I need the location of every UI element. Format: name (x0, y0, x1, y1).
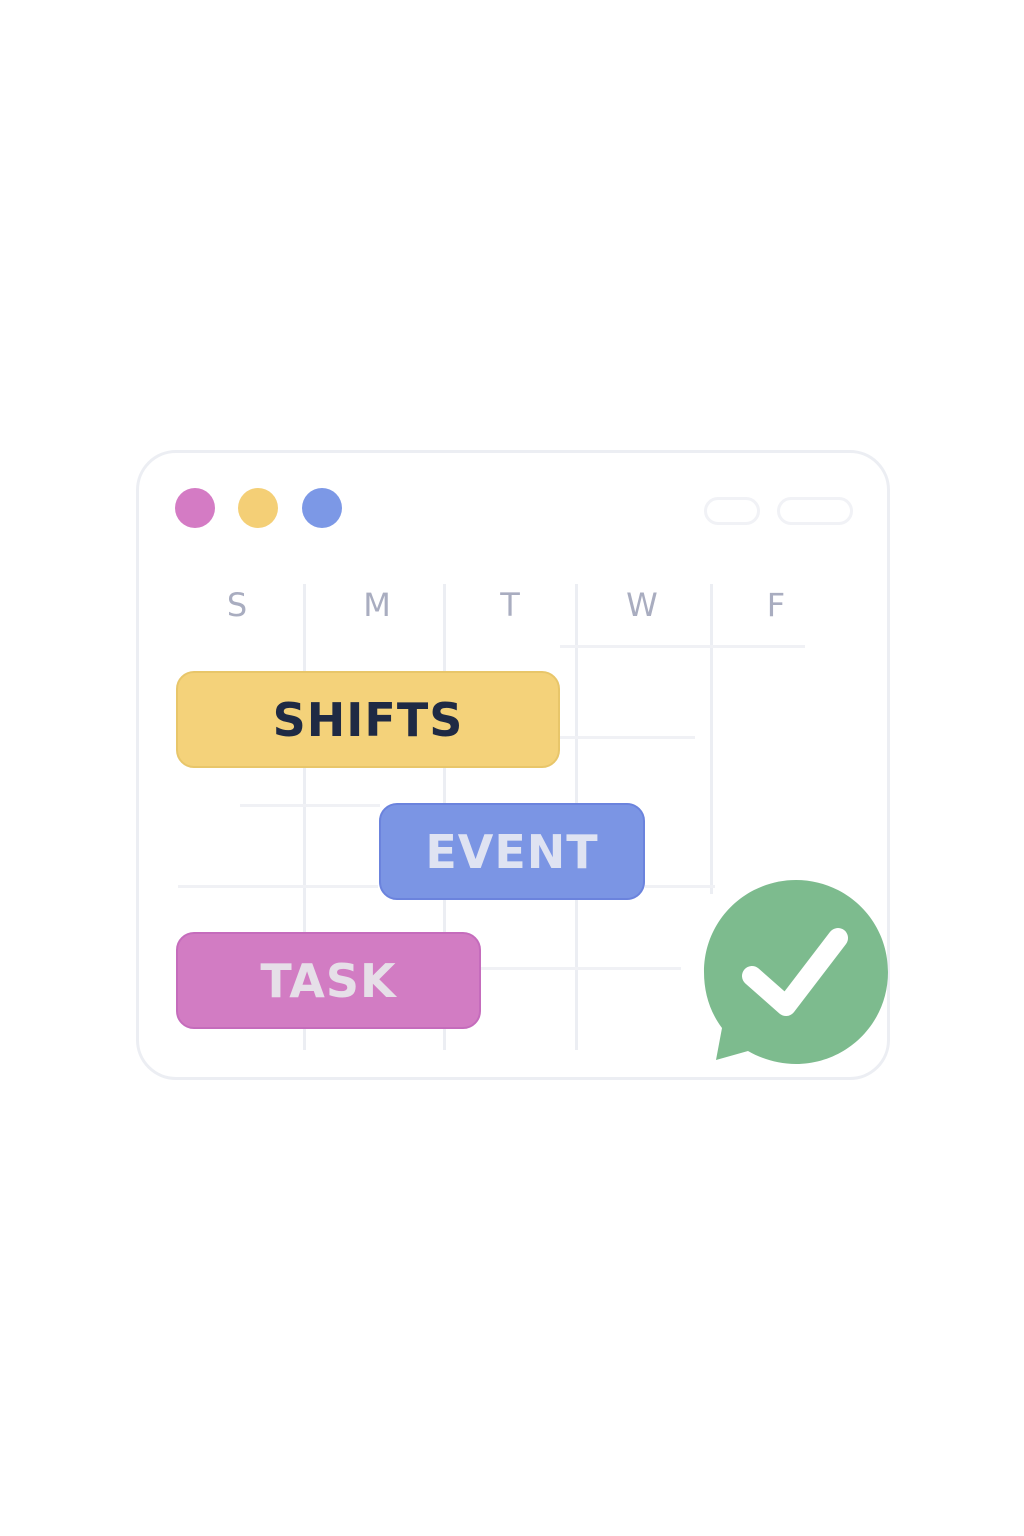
window-dot-blue[interactable] (302, 488, 342, 528)
day-header-monday: M (363, 586, 391, 624)
task-block[interactable]: TASK (176, 932, 481, 1029)
grid-line-vertical (303, 584, 306, 1050)
grid-line-vertical (710, 584, 713, 894)
day-header-friday: F (766, 586, 786, 624)
chat-bubble-shape (704, 880, 888, 1064)
toolbar-pill-large[interactable] (777, 497, 853, 525)
checkmark-chat-bubble-icon[interactable] (700, 876, 892, 1068)
shifts-label: SHIFTS (272, 692, 464, 747)
event-block[interactable]: EVENT (379, 803, 645, 900)
grid-line-horizontal (240, 804, 380, 807)
task-label: TASK (260, 953, 397, 1008)
day-header-wednesday: W (626, 586, 658, 624)
toolbar-pill-small[interactable] (704, 497, 760, 525)
grid-line-horizontal (178, 885, 378, 888)
grid-line-horizontal (645, 885, 715, 888)
event-label: EVENT (425, 824, 599, 879)
day-header-sunday: S (226, 586, 248, 624)
grid-line-horizontal (481, 967, 681, 970)
grid-line-horizontal (560, 645, 805, 648)
day-header-tuesday: T (500, 586, 520, 624)
window-dot-magenta[interactable] (175, 488, 215, 528)
shifts-block[interactable]: SHIFTS (176, 671, 560, 768)
grid-line-horizontal (560, 736, 695, 739)
window-dot-yellow[interactable] (238, 488, 278, 528)
check-mark (742, 928, 848, 1016)
